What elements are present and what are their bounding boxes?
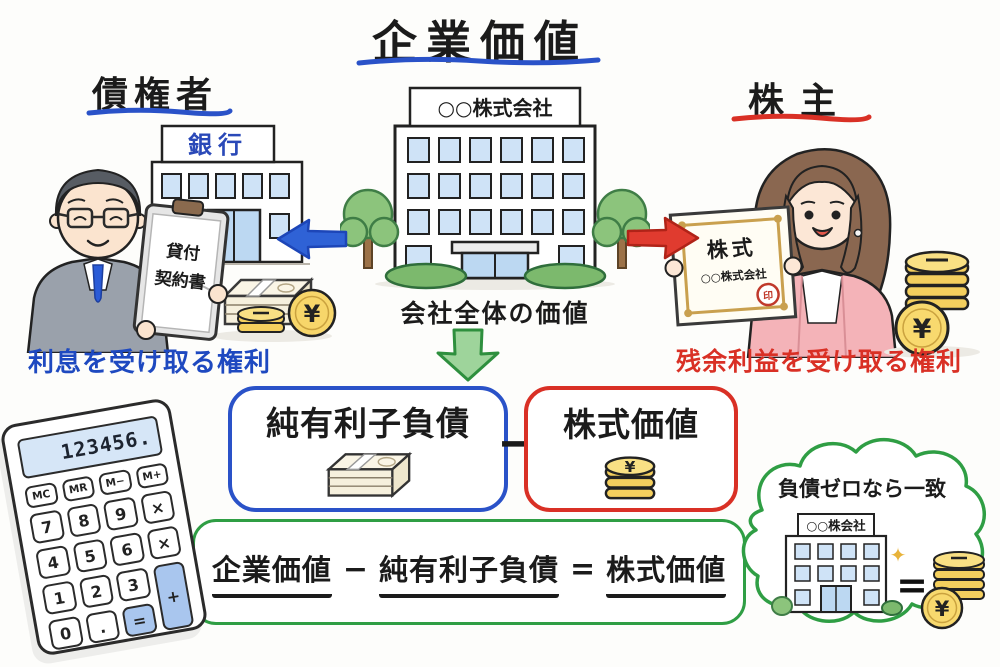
loan-contract-clipboard: 貸付 契約書 <box>132 198 230 341</box>
center-caption: 会社全体の価値 <box>400 299 590 328</box>
calc-button-mc: MC <box>23 481 59 509</box>
yen-symbol: ¥ <box>625 458 636 476</box>
bubble-text: 負債ゼロなら一致 <box>778 477 947 501</box>
formula-term-enterprise-value: 企業価値 <box>211 547 332 598</box>
net-debt-label: 純有利子負債 <box>266 404 470 443</box>
glasses-icon <box>57 207 139 229</box>
calc-button-5: 5 <box>71 538 109 574</box>
yen-coin-icon: ¥ <box>287 288 337 338</box>
clipboard-line1: 貸付 <box>164 240 201 265</box>
banker-hand-left <box>136 320 156 340</box>
interest-right-caption: 利息を受け取る権利 <box>28 348 272 378</box>
calc-button-6: 6 <box>108 531 146 567</box>
banker-hair <box>54 168 142 217</box>
calc-button-plus: + <box>152 560 195 632</box>
seal-stamp-icon <box>756 282 780 307</box>
calc-button-m-minus: M− <box>97 468 133 496</box>
calc-button-decimal: . <box>84 609 121 645</box>
creditor-illustration: 銀行 <box>26 124 337 353</box>
cash-and-coins: ¥ <box>212 276 337 342</box>
bubble-mini-building: ○○株会社 <box>771 513 903 616</box>
banker-hand-right <box>208 284 228 304</box>
calc-button-8: 8 <box>65 502 102 538</box>
calc-button-equals: = <box>121 602 158 638</box>
mini-tree-icon <box>771 596 793 616</box>
equity-value-label: 株式価値 <box>563 405 699 444</box>
mini-bush-icon <box>881 600 903 616</box>
shareholder-mouth <box>812 227 833 237</box>
coin-stack-icon: ¥ <box>604 456 656 500</box>
entrance-canopy <box>450 240 540 255</box>
shareholder-hand-left <box>664 258 684 278</box>
bank-sign-text: 銀行 <box>188 131 248 159</box>
note-bubble: 負債ゼロなら一致 ○○株会社 ✦ = <box>741 437 986 630</box>
earring-icon <box>853 228 863 238</box>
calc-button-7: 7 <box>28 509 65 545</box>
certificate-ornate-border <box>680 217 786 315</box>
mini-building-sign-text: ○○株会社 <box>806 518 866 533</box>
seal-glyph: 印 <box>763 290 774 303</box>
bush-icon-left <box>384 262 468 290</box>
formula-term-equity-value: 株式価値 <box>606 547 727 598</box>
yen-symbol: ¥ <box>913 314 932 345</box>
calc-button-multiply-top: × <box>139 489 176 525</box>
formula-term-net-debt: 純有利子負債 <box>378 547 559 598</box>
calc-button-9: 9 <box>102 496 139 532</box>
coin-stack-tall: ¥ <box>884 250 980 358</box>
building-windows <box>405 137 585 272</box>
yen-symbol: ¥ <box>935 597 950 621</box>
residual-profit-caption: 残余利益を受け取る権利 <box>676 347 963 376</box>
calc-button-multiply-bottom: × <box>145 525 183 561</box>
banker-figure: 貸付 契約書 <box>26 168 230 353</box>
bubble-coin-stack: ¥ <box>920 551 985 630</box>
certificate-title: 株式 <box>706 235 758 262</box>
calc-button-0: 0 <box>47 615 84 651</box>
sparkle-icon: ✦ <box>890 543 907 567</box>
company-building-illustration: ○○株式会社 <box>340 86 650 290</box>
formula-operator-minus: − <box>342 551 368 587</box>
creditor-underline <box>86 107 233 117</box>
calc-button-2: 2 <box>78 573 115 609</box>
banknote-bundle-icon <box>325 451 413 499</box>
building-sign <box>408 86 582 128</box>
calc-button-1: 1 <box>41 580 78 616</box>
calculator-keypad: MC MR M− M+ 7 8 9 × 4 5 6 × 1 2 3 + 0 . … <box>13 460 207 661</box>
right-arrow-icon <box>626 216 700 260</box>
bush-icon-right <box>523 262 607 290</box>
formula-box: 企業価値 − 純有利子負債 = 株式価値 <box>192 519 746 625</box>
calc-button-m-plus: M+ <box>134 462 170 490</box>
tree-icon-left <box>340 188 400 269</box>
left-arrow-icon <box>276 218 348 260</box>
shareholder-hand-right <box>783 256 803 276</box>
calc-button-4: 4 <box>35 544 72 580</box>
calc-button-3: 3 <box>115 567 152 603</box>
down-arrow-icon <box>436 328 500 382</box>
title-underline <box>356 56 601 66</box>
bank-sign <box>160 124 276 164</box>
formula-operator-equals: = <box>570 551 596 587</box>
net-debt-box: 純有利子負債 <box>228 386 508 512</box>
shareholder-underline <box>731 113 872 123</box>
shareholder-illustration: 株式 ○○株式会社 印 ¥ <box>664 148 980 358</box>
calculator: 123 456. MC MR M− M+ 7 8 9 × 4 5 6 × 1 2 … <box>0 396 210 658</box>
building-sign-text: ○○株式会社 <box>438 96 553 120</box>
banker-tie <box>92 264 104 303</box>
coin-stack-icon <box>237 306 285 333</box>
equity-value-box: 株式価値 ¥ <box>524 386 738 512</box>
mini-building-windows <box>794 543 880 606</box>
certificate-company: ○○株式会社 <box>700 267 767 286</box>
mini-building-sign <box>797 513 875 537</box>
yen-symbol: ¥ <box>304 300 321 328</box>
calc-button-mr: MR <box>60 475 96 503</box>
